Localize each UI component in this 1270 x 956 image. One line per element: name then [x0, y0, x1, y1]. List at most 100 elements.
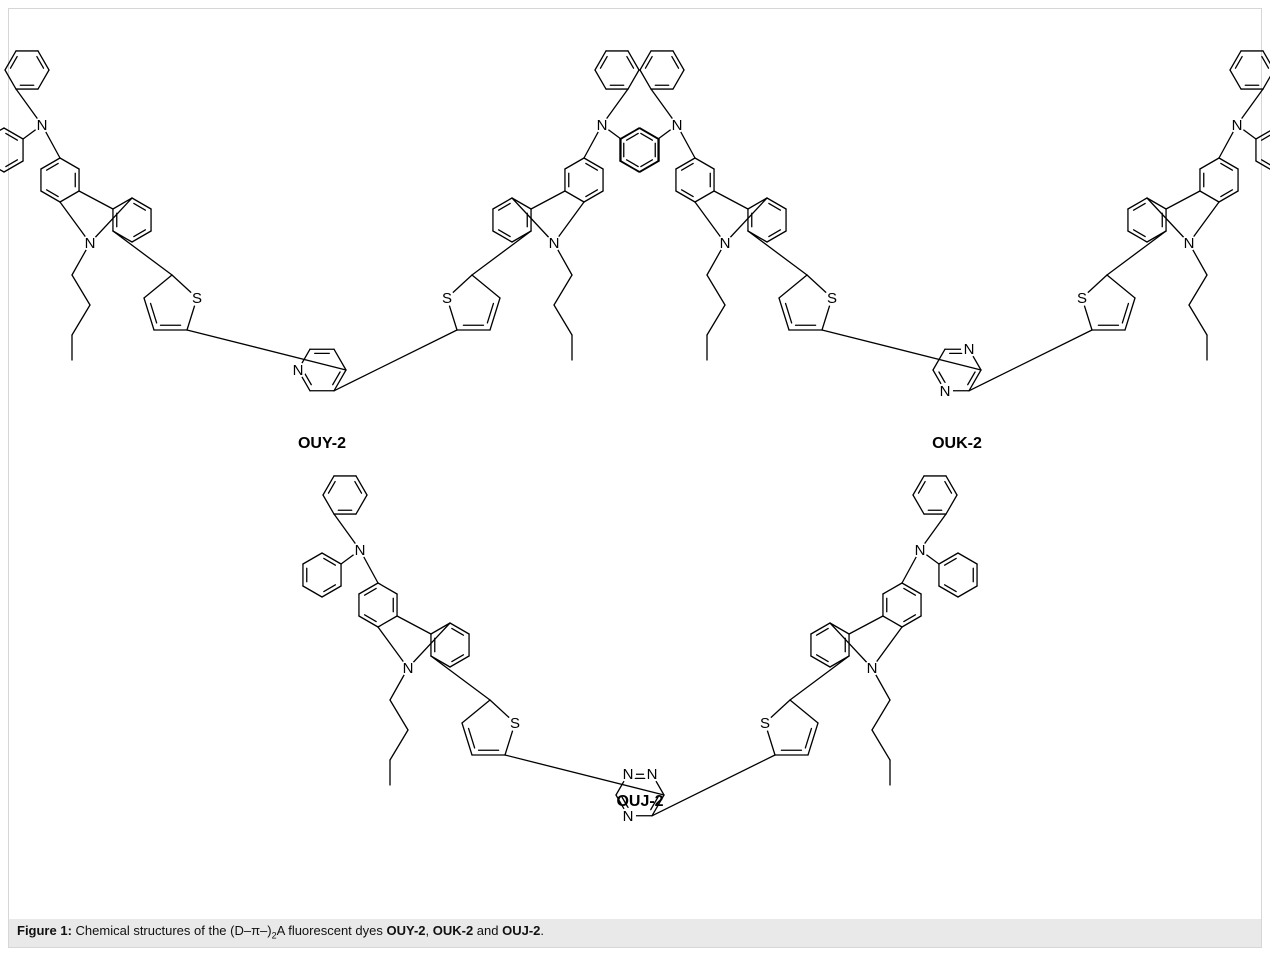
- double-bond: [680, 162, 694, 171]
- ring-bond: [627, 69, 640, 90]
- ring-bond: [1262, 50, 1270, 65]
- double-bond: [332, 371, 341, 386]
- single-bond: [112, 230, 173, 276]
- caption-subscript: 2: [271, 930, 277, 941]
- butyl-bond: [553, 274, 573, 306]
- ring-bond: [3, 127, 24, 140]
- ring-bond: [672, 69, 685, 90]
- double-bond: [903, 587, 917, 596]
- ring-bond: [449, 655, 470, 668]
- compound-label-ouk-2: OUK-2: [932, 435, 982, 452]
- double-bond: [323, 584, 337, 593]
- ring-bond: [829, 622, 873, 669]
- ring-bond: [766, 230, 787, 243]
- sulfur-atom: S: [442, 290, 452, 307]
- double-bond: [1132, 229, 1146, 238]
- ring-bond: [789, 699, 819, 724]
- sulfur-atom-bg: [439, 290, 455, 306]
- double-bond: [486, 302, 495, 324]
- double-bond: [621, 796, 630, 811]
- double-bond: [650, 796, 659, 811]
- ring-bond: [1229, 69, 1242, 90]
- nitrogen-atom-bg: [961, 341, 977, 358]
- ring-bond: [957, 585, 978, 598]
- ring-bond: [37, 69, 50, 90]
- ring-bond: [1146, 197, 1190, 244]
- nitrogen-atom-bg: [546, 235, 562, 251]
- sulfur-atom: S: [827, 290, 837, 307]
- ring-bond: [407, 622, 451, 669]
- ring-bond: [871, 626, 903, 669]
- caption-separator-2: and: [473, 923, 503, 938]
- ring-bond: [810, 622, 831, 635]
- sulfur-atom-bg: [757, 715, 773, 731]
- double-bond: [451, 654, 465, 663]
- double-bond: [36, 55, 45, 69]
- figure-caption: Figure 1: Chemical structures of the (D–…: [9, 919, 1261, 947]
- ring-bond: [619, 127, 640, 140]
- ring-bond: [471, 274, 501, 299]
- double-bond: [626, 55, 635, 69]
- ring-bond: [321, 585, 342, 598]
- nitrogen-atom-bg: [912, 542, 928, 558]
- ring-bond: [489, 297, 501, 331]
- ring-bond: [747, 197, 768, 210]
- nitrogen-atom: N: [867, 660, 878, 677]
- nitrogen-atom-bg: [594, 117, 610, 133]
- nitrogen-atom: N: [1232, 117, 1243, 134]
- single-bond: [1106, 230, 1167, 276]
- sulfur-atom-bg: [1074, 290, 1090, 306]
- double-bond: [938, 371, 947, 386]
- ring-bond: [511, 197, 555, 244]
- double-bond: [323, 557, 337, 566]
- ring-bond: [1127, 197, 1148, 210]
- caption-end: .: [540, 923, 545, 938]
- double-bond: [1220, 189, 1234, 198]
- nitrogen-atom: N: [37, 117, 48, 134]
- ring-bond: [694, 157, 715, 170]
- single-bond: [333, 329, 458, 392]
- double-bond: [917, 480, 926, 494]
- ring-bond: [638, 127, 659, 140]
- ring-bond: [302, 552, 323, 565]
- ring-bond: [321, 552, 342, 565]
- nitrogen-atom: N: [85, 235, 96, 252]
- ring-bond: [766, 197, 787, 210]
- ring-bond: [901, 582, 922, 595]
- ring-bond: [358, 615, 379, 628]
- double-bond: [9, 55, 18, 69]
- ring-bond: [945, 494, 958, 515]
- ring-bond: [968, 369, 982, 392]
- single-bond: [968, 329, 1093, 392]
- ring-bond: [1255, 160, 1270, 170]
- butyl-bond: [871, 729, 891, 761]
- ring-bond: [807, 722, 819, 756]
- double-bond: [327, 480, 336, 494]
- ring-bond: [675, 157, 696, 170]
- nitrogen-atom-bg: [1229, 117, 1245, 133]
- ring-bond: [333, 369, 347, 392]
- ring-bond: [639, 69, 652, 90]
- nitrogen-atom: N: [403, 660, 414, 677]
- nitrogen-atom-bg: [1181, 235, 1197, 251]
- ring-bond: [778, 297, 790, 331]
- ring-bond: [882, 582, 903, 595]
- double-bond: [354, 480, 363, 494]
- ring-bond: [0, 127, 5, 132]
- butyl-bond: [71, 304, 91, 336]
- nitrogen-atom: N: [623, 766, 634, 783]
- nitrogen-atom: N: [623, 808, 634, 825]
- sulfur-atom: S: [510, 715, 520, 732]
- ring-bond: [1218, 157, 1239, 170]
- nitrogen-atom-bg: [620, 766, 636, 783]
- double-bond: [768, 229, 782, 238]
- butyl-bond: [706, 304, 726, 336]
- double-bond: [625, 159, 639, 168]
- double-bond: [149, 302, 158, 324]
- ring-bond: [1127, 230, 1148, 243]
- ring-bond: [355, 475, 368, 496]
- caption-compound-1: OUY-2: [386, 923, 426, 938]
- ring-bond: [957, 552, 978, 565]
- butyl-bond: [71, 274, 91, 306]
- ring-bond: [4, 69, 17, 90]
